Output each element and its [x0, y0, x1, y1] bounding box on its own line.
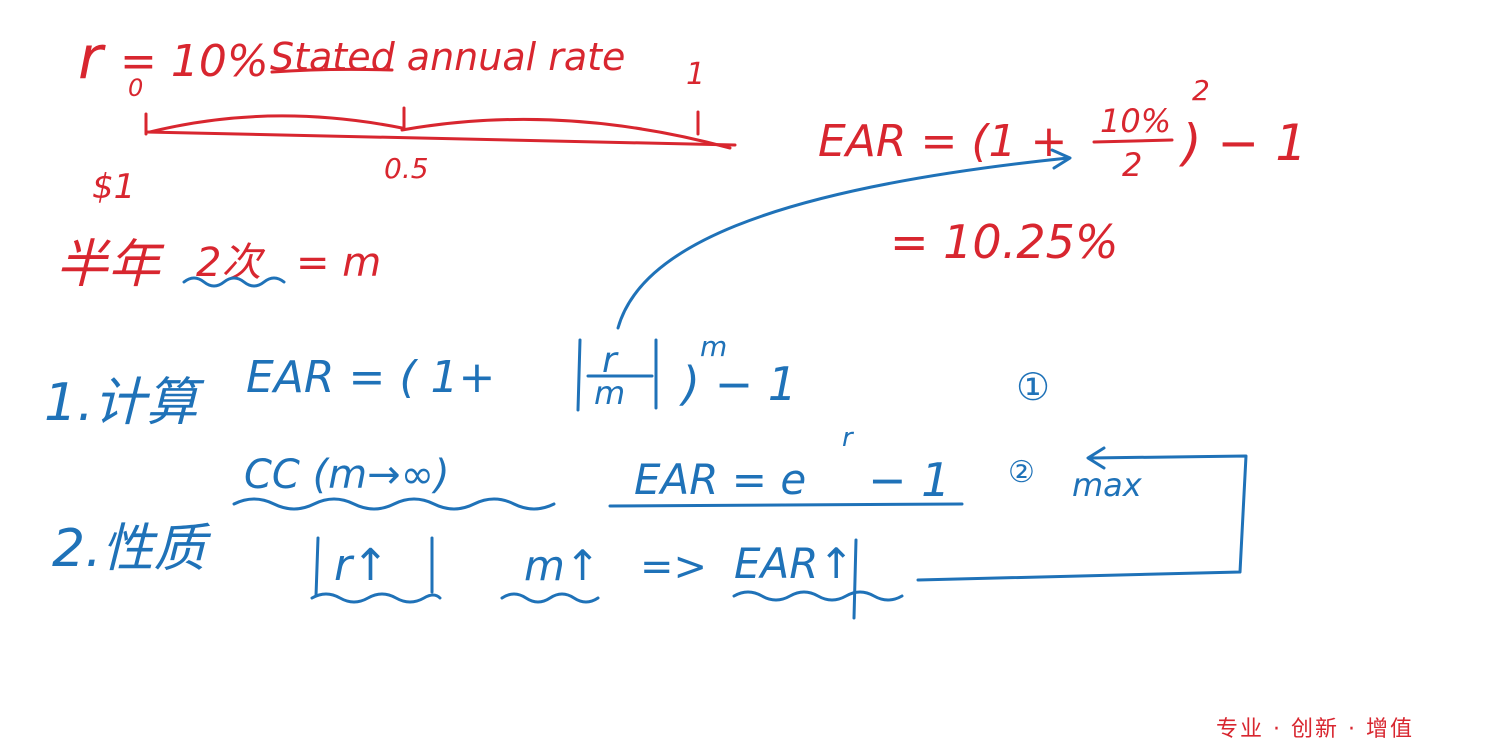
- max-label: max: [1072, 466, 1143, 504]
- compounding-note: 半年 2次 = m: [56, 235, 381, 295]
- example-result: = 10.25%: [890, 215, 1119, 269]
- cc-squiggle: [232, 497, 556, 511]
- m-up: m↑: [524, 541, 600, 590]
- example-numerator: 10%: [1100, 102, 1171, 140]
- count-squiggle: [182, 276, 286, 288]
- implies-arrow: =>: [640, 544, 707, 590]
- cc-label: CC (m→∞): [244, 452, 450, 498]
- connector-curve: [616, 156, 1070, 330]
- formula-2-marker: ②: [1008, 455, 1035, 490]
- example-exponent: 2: [1192, 74, 1210, 107]
- arc-second-half: [400, 117, 732, 150]
- rate-symbol: r: [78, 23, 106, 93]
- section-1: 1.计算 EAR = ( 1+ r m m ) − 1 ①: [44, 330, 1050, 433]
- section-1-title: 1.计算: [44, 373, 205, 433]
- formula-2-tail: − 1: [868, 453, 950, 507]
- max-arrowhead: [1086, 446, 1106, 470]
- example-lhs: EAR = (1 +: [818, 116, 1067, 167]
- formula-2-underline: [608, 502, 964, 508]
- principal-label: $1: [92, 167, 135, 207]
- timeline-mid-label: 0.5: [384, 152, 429, 185]
- section-2-title: 2.性质: [52, 519, 212, 579]
- formula-2-exponent: r: [842, 423, 855, 453]
- timeline-end-label: 1: [686, 57, 705, 92]
- timeline-start-label: 0: [128, 74, 143, 102]
- rate-description-underline: [270, 67, 394, 74]
- half-year-label: 半年: [56, 235, 165, 295]
- ear-up: EAR↑: [734, 539, 854, 588]
- arc-first-half: [148, 114, 404, 134]
- r-box-left: [314, 536, 320, 598]
- max-bracket: [916, 454, 1248, 582]
- timeline-axis: [144, 130, 737, 147]
- rate-description: Stated annual rate: [270, 35, 625, 79]
- r-squiggle: [310, 592, 442, 604]
- ear-up-arrow-stem: [852, 538, 858, 620]
- formula-1-exponent: m: [700, 330, 727, 363]
- formula-1-denominator: m: [594, 374, 625, 412]
- worked-example: EAR = (1 + 10% 2 2 ) − 1 = 10.25%: [818, 74, 1307, 269]
- formula-1-lhs: EAR = ( 1+: [246, 352, 495, 403]
- formula-1-tail: ) − 1: [679, 357, 797, 411]
- connector-arrowhead: [1050, 148, 1072, 170]
- frac-box-left: [576, 338, 582, 412]
- watermark-slogan: 专业 · 创新 · 增值: [1216, 717, 1414, 742]
- timeline: 0 1 0.5 $1: [92, 57, 737, 207]
- equals-m: = m: [296, 240, 381, 286]
- ear-squiggle: [732, 590, 904, 602]
- formula-2-lhs: EAR = e: [634, 455, 806, 504]
- example-tail: ) − 1: [1178, 114, 1307, 172]
- formula-1-marker: ①: [1016, 365, 1050, 409]
- example-fraction-bar: [1092, 138, 1174, 144]
- rate-value: = 10%: [120, 36, 269, 87]
- formula-1-numerator: r: [602, 340, 619, 381]
- continuous-compounding: CC (m→∞) EAR = e r − 1 ② max: [232, 423, 1248, 582]
- section-2: 2.性质 r↑ m↑ => EAR↑: [52, 519, 904, 620]
- m-squiggle: [500, 592, 600, 604]
- example-denominator: 2: [1122, 146, 1142, 184]
- stated-rate-note: r = 10% Stated annual rate: [78, 23, 625, 93]
- r-up: r↑: [334, 540, 389, 591]
